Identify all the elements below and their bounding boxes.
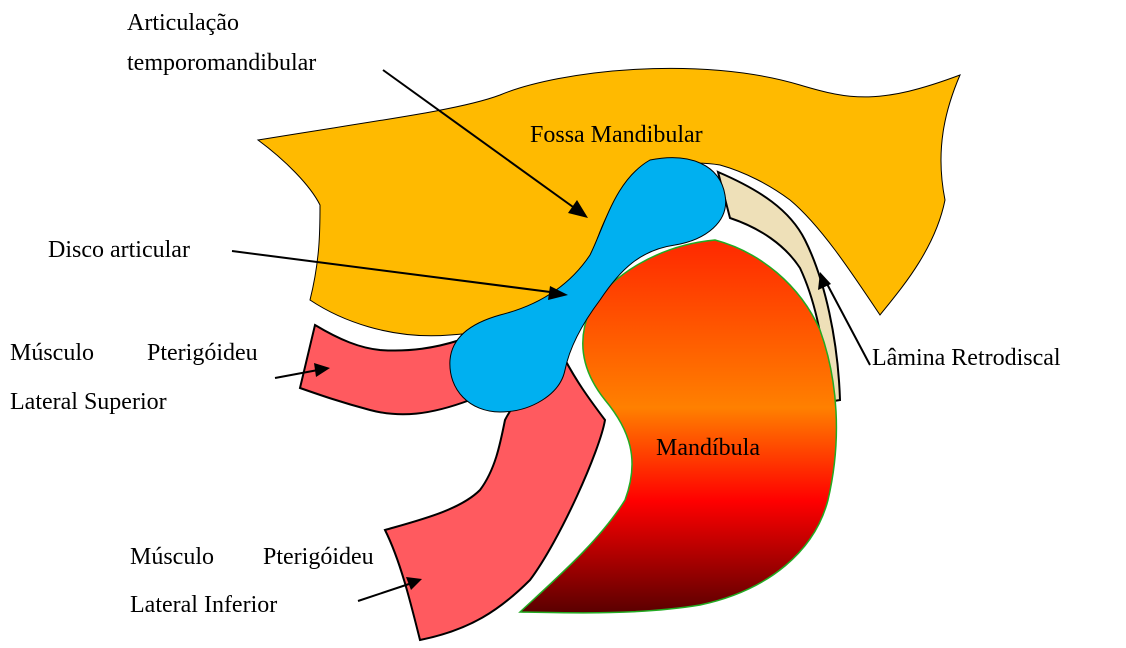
label-lpi-line2: Lateral Inferior [130,592,277,618]
label-articular-disc: Disco articular [48,237,190,263]
label-lps-line2: Lateral Superior [10,389,167,415]
label-fossa-mandibular: Fossa Mandibular [530,122,703,148]
label-tmj-line2: temporomandibular [127,50,316,76]
label-lps-pterigoideu: Pterigóideu [147,340,258,366]
label-retrodiscal-lamina: Lâmina Retrodiscal [872,345,1061,371]
lpi-leader-line [358,583,412,601]
label-lpi-musculo: Músculo [130,544,214,570]
label-tmj-line1: Articulação [127,10,239,36]
label-lps-musculo: Músculo [10,340,94,366]
label-mandible: Mandíbula [656,435,760,461]
label-lpi-pterigoideu: Pterigóideu [263,544,374,570]
